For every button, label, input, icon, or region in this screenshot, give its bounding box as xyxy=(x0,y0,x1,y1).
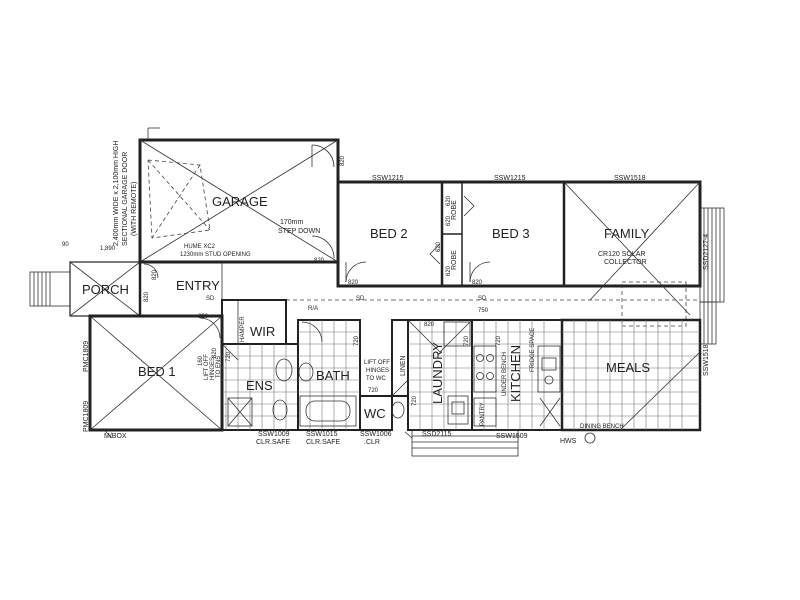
dim-820-laundry: 820 xyxy=(424,322,435,328)
dim-620-c: 620 xyxy=(436,241,442,252)
note-lift-off-ens-2: HINGES xyxy=(210,357,216,380)
dim-1890: 1,890 xyxy=(100,246,116,252)
window-ssw1006-sub: .CLR xyxy=(364,439,380,446)
window-ssw1015-sub: CLR.SAFE xyxy=(306,439,341,446)
room-label-meals: MEALS xyxy=(606,360,650,375)
window-ssw1006: SSW1006 xyxy=(360,431,392,438)
note-sd-2: SD xyxy=(478,296,487,302)
window-ssw1518-side: SSW1518 xyxy=(703,344,710,376)
room-label-robe-top: ROBE xyxy=(451,200,458,220)
note-lift-off-wc-2: HINGES xyxy=(366,368,389,374)
window-ssw1009: SSW1009 xyxy=(258,431,290,438)
note-lift-off-ens-3: TO ENS xyxy=(216,356,222,378)
deck-right xyxy=(699,207,725,345)
room-label-garage: GARAGE xyxy=(212,194,268,209)
dim-160: 160 xyxy=(198,355,204,366)
bedroom-wing xyxy=(336,180,702,327)
note-lift-off-wc-3: TO WC xyxy=(366,376,387,382)
room-label-bath: BATH xyxy=(316,368,350,383)
bath-structure xyxy=(297,319,361,431)
room-label-bed1: BED 1 xyxy=(138,364,176,379)
room-label-linen: LINEN xyxy=(400,355,407,376)
dim-820-porch-2: 820 xyxy=(152,269,158,280)
window-ssw1518: SSW1518 xyxy=(614,175,646,182)
dim-620-d: 620 xyxy=(446,265,452,276)
note-garage-door-3: (WITH REMOTE) xyxy=(131,182,138,236)
window-pmc1809-b: PMC1809 xyxy=(83,401,90,432)
note-under-bench: UNDER BENCH xyxy=(502,352,508,396)
dim-750: 750 xyxy=(478,308,489,314)
note-step-down-2: STEP DOWN xyxy=(278,228,320,235)
dim-820-bed1: 820 xyxy=(212,347,218,358)
note-hume-2: 1230mm STUD OPENING xyxy=(180,252,251,258)
note-solar-1: CR120 SOLAR xyxy=(598,251,645,258)
dim-820-bed2: 820 xyxy=(348,280,359,286)
note-hamper: HAMPER xyxy=(240,316,246,342)
meals-structure xyxy=(560,318,702,432)
window-ssd2127: SSD2127-4 xyxy=(703,234,710,270)
dim-820-porch-1: 820 xyxy=(144,291,150,302)
note-m-box: M/BOX xyxy=(104,433,127,440)
dim-820-bed3: 820 xyxy=(472,280,483,286)
rear-steps xyxy=(103,429,596,457)
room-label-entry: ENTRY xyxy=(176,278,220,293)
note-hume-1: HUME XC2 xyxy=(184,244,216,250)
room-label-wc: WC xyxy=(364,406,386,421)
note-sd-3: SD xyxy=(206,296,215,302)
room-label-wir: WIR xyxy=(250,324,275,339)
window-ssw1215-b: SSW1215 xyxy=(494,175,526,182)
note-fridge-space: FRIDGE SPACE xyxy=(530,328,536,372)
note-hws: HWS xyxy=(560,438,577,445)
dim-720-e: 720 xyxy=(464,335,470,346)
window-ssw1009-sub: CLR.SAFE xyxy=(256,439,291,446)
room-label-family: FAMILY xyxy=(604,226,650,241)
note-step-down-1: 170mm xyxy=(280,219,304,226)
dim-720-f: 720 xyxy=(496,335,502,346)
dim-720-c: 720 xyxy=(368,388,379,394)
room-label-bed2: BED 2 xyxy=(370,226,408,241)
room-label-porch: PORCH xyxy=(82,282,129,297)
window-pmc1809-a: PMC1809 xyxy=(83,341,90,372)
note-sd-1: SD xyxy=(356,296,365,302)
window-ssw1215-a: SSW1215 xyxy=(372,175,404,182)
dim-720-d: 720 xyxy=(412,395,418,406)
note-garage-door-2: SECTIONAL GARAGE DOOR xyxy=(122,152,129,246)
dim-820-entry: 820 xyxy=(198,314,209,320)
room-label-robe-bottom: ROBE xyxy=(451,250,458,270)
room-label-ens: ENS xyxy=(246,378,273,393)
dim-820-step: 820 xyxy=(314,258,325,264)
note-garage-door-1: 2,400mm WIDE x 2,100mm HIGH xyxy=(113,141,120,246)
dim-620-a: 620 xyxy=(446,195,452,206)
window-ssw1015: SSW1015 xyxy=(306,431,338,438)
room-label-laundry: LAUNDRY xyxy=(430,342,445,404)
window-ssw1509: SSW1509 xyxy=(496,433,528,440)
wc-structure xyxy=(359,395,405,431)
note-dining-bench: DINING BENCH xyxy=(580,424,624,430)
dim-620-b: 620 xyxy=(446,215,452,226)
note-solar-2: COLLECTOR xyxy=(604,259,647,266)
note-pantry: PANTRY xyxy=(480,402,486,426)
room-label-kitchen: KITCHEN xyxy=(508,345,523,402)
note-lift-off-ens-1: LIFT OFF xyxy=(204,354,210,380)
dim-720-a: 720 xyxy=(226,351,232,362)
dim-820-garage: 820 xyxy=(340,155,346,166)
dim-90: 90 xyxy=(62,242,69,248)
window-ssd2115: SSD2115 xyxy=(422,431,452,438)
dim-720-b: 720 xyxy=(354,335,360,346)
kitchen-structure xyxy=(471,319,563,431)
note-lift-off-wc-1: LIFT OFF xyxy=(364,360,390,366)
note-ra: R/A xyxy=(308,306,318,312)
room-label-bed3: BED 3 xyxy=(492,226,530,241)
